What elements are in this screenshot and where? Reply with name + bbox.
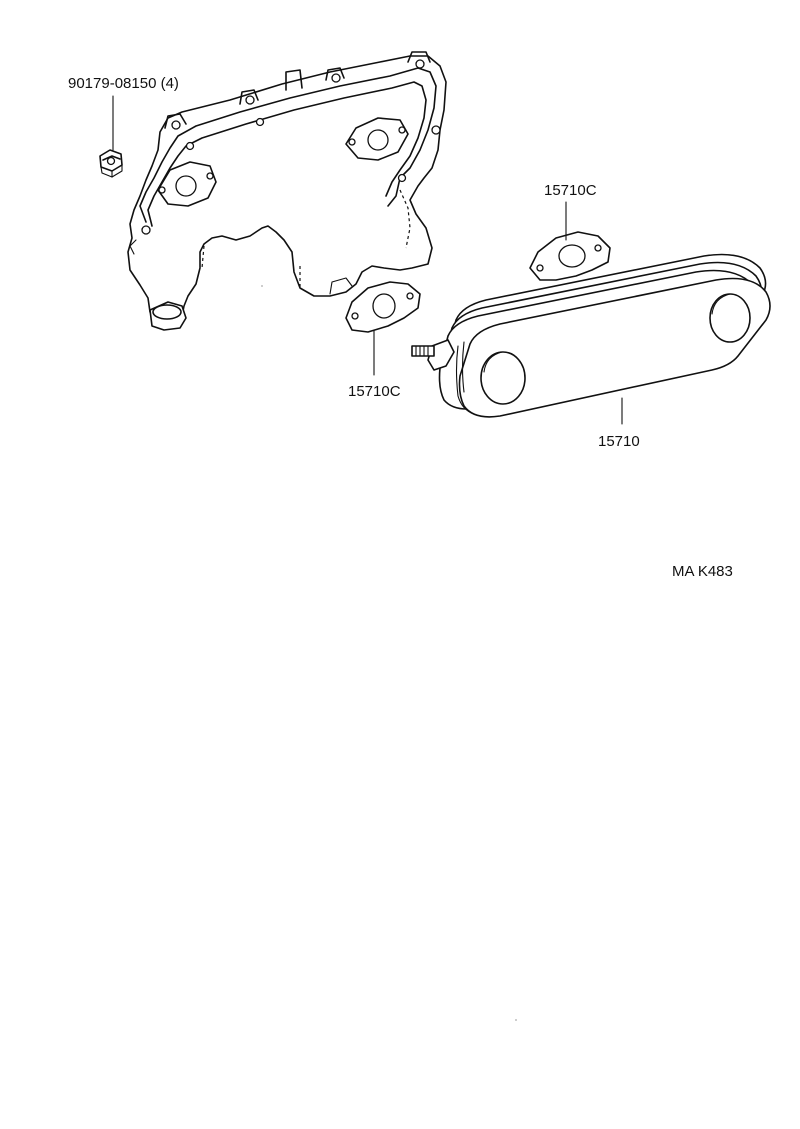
nut-icon <box>99 149 123 178</box>
figure-code: MA K483 <box>672 563 733 580</box>
nut-part-label: 90179-08150 (4) <box>68 75 179 92</box>
cooler-element <box>411 253 771 418</box>
gasket-lower <box>345 281 421 333</box>
cooler-part-label: 15710 <box>598 433 640 450</box>
gasket-lower-part-label: 15710C <box>348 383 401 400</box>
cooler-cover <box>127 51 447 331</box>
gasket-upper-part-label: 15710C <box>544 182 597 199</box>
gasket-upper <box>529 231 611 281</box>
